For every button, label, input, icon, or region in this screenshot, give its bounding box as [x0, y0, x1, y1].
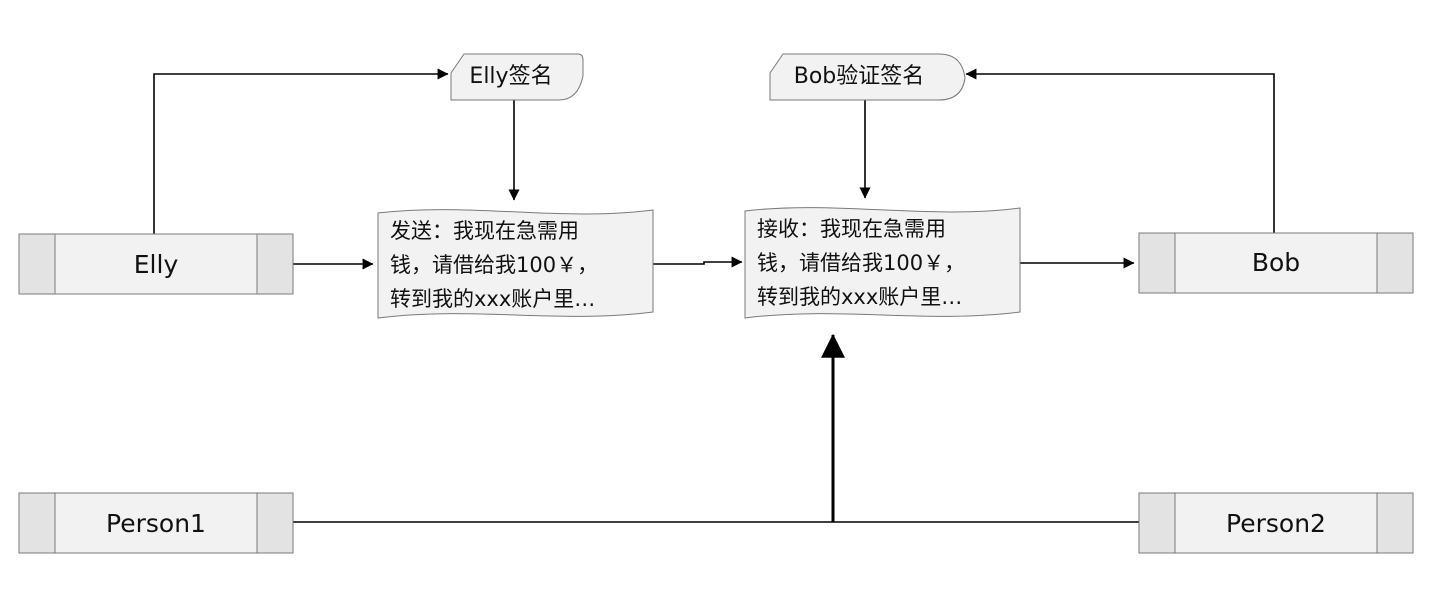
received-document-line-3: 转到我的xxx账户里… [757, 285, 962, 309]
sent-document-line-1: 发送：我现在急需用 [390, 219, 579, 243]
sent-document-line-2: 钱，请借给我100￥， [390, 253, 598, 277]
person1-node: Person1 [18, 492, 294, 554]
received-document: 接收：我现在急需用 钱，请借给我100￥， 转到我的xxx账户里… [744, 207, 1021, 319]
person1-label: Person1 [106, 509, 206, 538]
bob-label: Bob [1252, 248, 1300, 277]
edge-elly-to-elly-signature [153, 68, 449, 234]
edge-bob-to-bob-verify [965, 68, 1275, 234]
bob-node: Bob [1138, 232, 1414, 294]
edge-sent-to-received-document [653, 256, 743, 268]
elly-signature-label: Elly签名 [469, 64, 552, 89]
received-document-line-2: 钱，请借给我100￥， [757, 251, 965, 275]
person2-node: Person2 [1138, 492, 1414, 554]
sent-document: 发送：我现在急需用 钱，请借给我100￥， 转到我的xxx账户里… [377, 209, 654, 319]
bob-verify-tag: Bob验证签名 [769, 53, 966, 101]
elly-node: Elly [18, 233, 294, 295]
person2-label: Person2 [1226, 509, 1326, 538]
elly-signature-tag: Elly签名 [450, 53, 584, 101]
bob-verify-label: Bob验证签名 [794, 64, 925, 89]
elly-label: Elly [134, 250, 179, 279]
received-document-line-1: 接收：我现在急需用 [757, 217, 946, 241]
sent-document-line-3: 转到我的xxx账户里… [390, 287, 595, 311]
